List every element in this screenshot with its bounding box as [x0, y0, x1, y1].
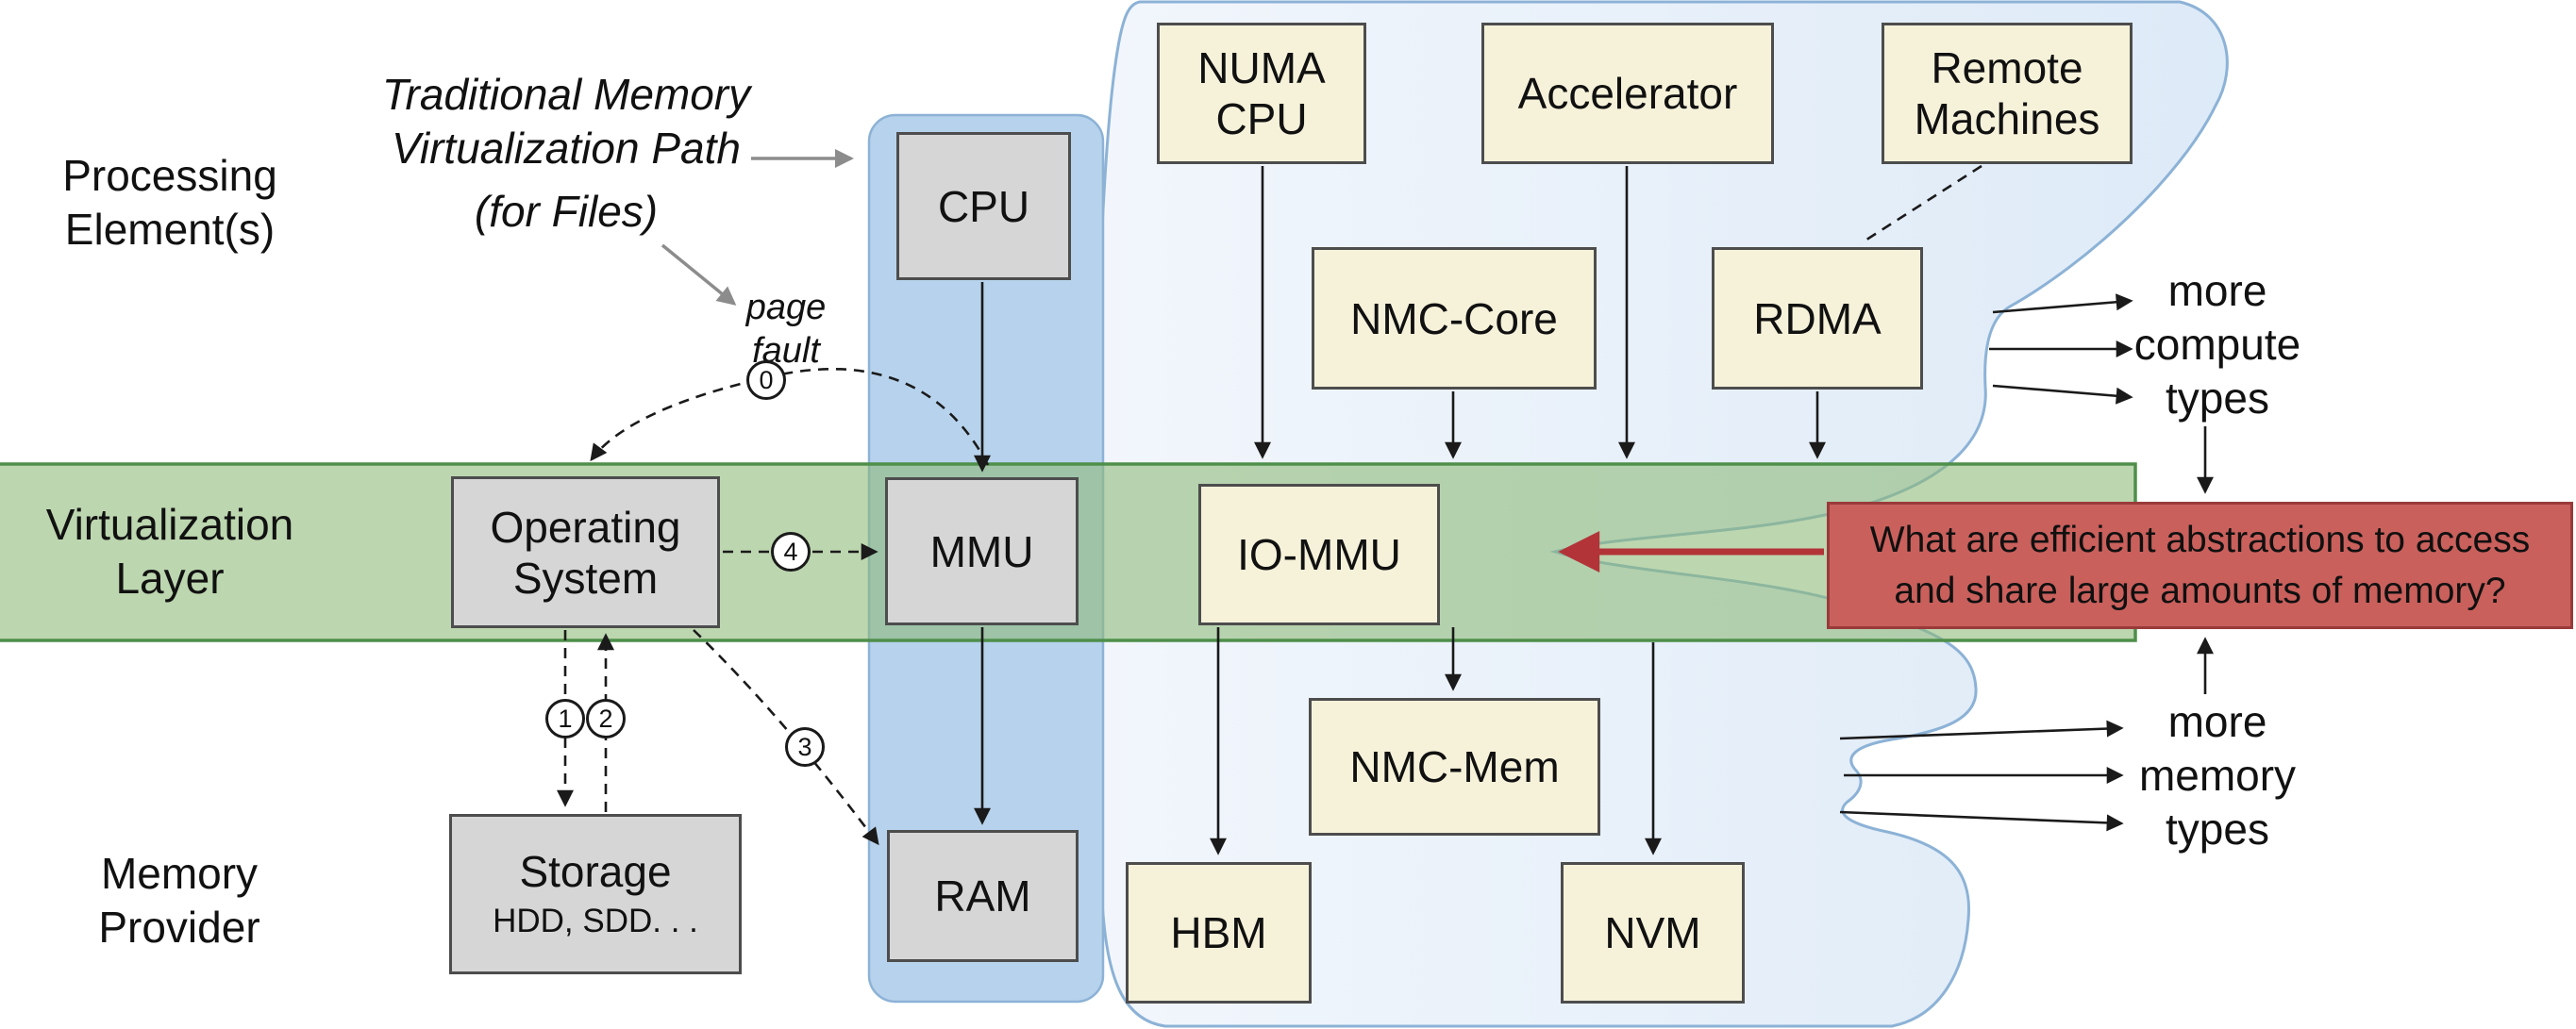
more-memory-line2: memory [2138, 751, 2297, 800]
accelerator-box: Accelerator [1481, 23, 1774, 164]
label-memory-provider: Memory Provider [47, 847, 311, 954]
step-2-number: 2 [598, 704, 613, 733]
nmc-mem-label: NMC-Mem [1349, 742, 1560, 791]
arrow-more-memory-3 [1839, 810, 2124, 832]
ram-box: RAM [887, 830, 1079, 962]
os-label-line1: Operating [490, 502, 681, 552]
annotation-pagefault-line2: fault [752, 331, 820, 371]
nmc-core-label: NMC-Core [1350, 293, 1558, 343]
numa-cpu-box: NUMA CPU [1157, 23, 1366, 164]
annotation-traditional-path: Traditional Memory Virtualization Path [359, 68, 774, 175]
label-processing-elements: Processing Element(s) [38, 149, 302, 257]
annotation-more-memory-types: more memory types [2109, 695, 2326, 856]
step-1-number: 1 [558, 704, 573, 733]
label-virtualization-line2: Layer [115, 554, 225, 603]
operating-system-box: Operating System [451, 476, 720, 628]
numa-cpu-line2: CPU [1215, 94, 1308, 143]
more-compute-line1: more [2167, 266, 2267, 315]
step-4-badge: 4 [771, 532, 811, 572]
rdma-box: RDMA [1712, 247, 1923, 390]
more-compute-line2: compute [2133, 320, 2301, 369]
nvm-label: NVM [1604, 908, 1701, 957]
label-memory-line2: Provider [98, 903, 260, 952]
nmc-core-box: NMC-Core [1312, 247, 1597, 390]
annotation-forfiles-text: (for Files) [474, 187, 659, 236]
more-compute-line3: types [2166, 373, 2269, 423]
annotation-for-files: (for Files) [434, 185, 698, 239]
mmu-box: MMU [885, 477, 1079, 625]
arrow-more-memory-1 [1839, 720, 2124, 740]
arrow-forfiles-label [661, 243, 737, 306]
label-processing-line1: Processing [62, 151, 277, 200]
annotation-tradpath-line1: Traditional Memory [381, 70, 751, 119]
arrow-pagefault-mmu-to-os [590, 367, 990, 466]
remote-machines-line1: Remote [1931, 43, 2083, 92]
annotation-pagefault-line1: page [745, 288, 827, 327]
remote-machines-line2: Machines [1914, 94, 2100, 143]
step-0-number: 0 [759, 365, 774, 394]
rdma-label: RDMA [1753, 293, 1882, 343]
annotation-tradpath-line2: Virtualization Path [392, 124, 741, 173]
gray-annotation-arrows [661, 149, 854, 306]
research-question-box: What are efficient abstractions to acces… [1827, 502, 2573, 629]
accelerator-label: Accelerator [1517, 69, 1738, 118]
io-mmu-box: IO-MMU [1198, 484, 1440, 625]
numa-cpu-line1: NUMA [1197, 43, 1326, 92]
nmc-mem-box: NMC-Mem [1309, 698, 1600, 836]
step-4-number: 4 [783, 537, 798, 566]
nvm-box: NVM [1561, 862, 1745, 1004]
storage-subtitle: HDD, SDD. . . [493, 903, 698, 939]
storage-box: Storage HDD, SDD. . . [449, 814, 742, 974]
solid-arrows [974, 166, 2214, 855]
mmu-label: MMU [929, 526, 1034, 576]
step-1-badge: 1 [545, 699, 585, 739]
cpu-box: CPU [896, 132, 1071, 280]
step-0-badge: 0 [746, 360, 786, 400]
annotation-more-compute-types: more compute types [2109, 264, 2326, 425]
line-remote-to-rdma [1860, 164, 1982, 245]
storage-label: Storage [519, 847, 672, 896]
step-3-number: 3 [797, 732, 812, 761]
arrow-os-to-ram-step3 [693, 629, 879, 846]
label-virtualization-layer: Virtualization Layer [28, 498, 311, 606]
step-2-badge: 2 [586, 699, 626, 739]
more-memory-line3: types [2166, 805, 2269, 854]
step-3-badge: 3 [785, 727, 825, 767]
question-line1: What are efficient abstractions to acces… [1869, 519, 2531, 560]
cpu-label: CPU [937, 181, 1030, 231]
hbm-label: HBM [1170, 908, 1267, 957]
annotation-page-fault: page fault [722, 286, 850, 373]
io-mmu-label: IO-MMU [1237, 530, 1401, 579]
more-memory-line1: more [2167, 697, 2267, 746]
label-processing-line2: Element(s) [64, 205, 276, 254]
hbm-box: HBM [1126, 862, 1312, 1004]
remote-machines-box: Remote Machines [1882, 23, 2133, 164]
question-line2: and share large amounts of memory? [1894, 570, 2506, 611]
ram-label: RAM [934, 871, 1031, 921]
arrow-more-compute-1 [1992, 293, 2133, 314]
label-memory-line1: Memory [100, 849, 259, 898]
label-virtualization-line1: Virtualization [45, 500, 294, 549]
os-label-line2: System [512, 553, 659, 603]
arrow-more-compute-3 [1992, 384, 2133, 405]
